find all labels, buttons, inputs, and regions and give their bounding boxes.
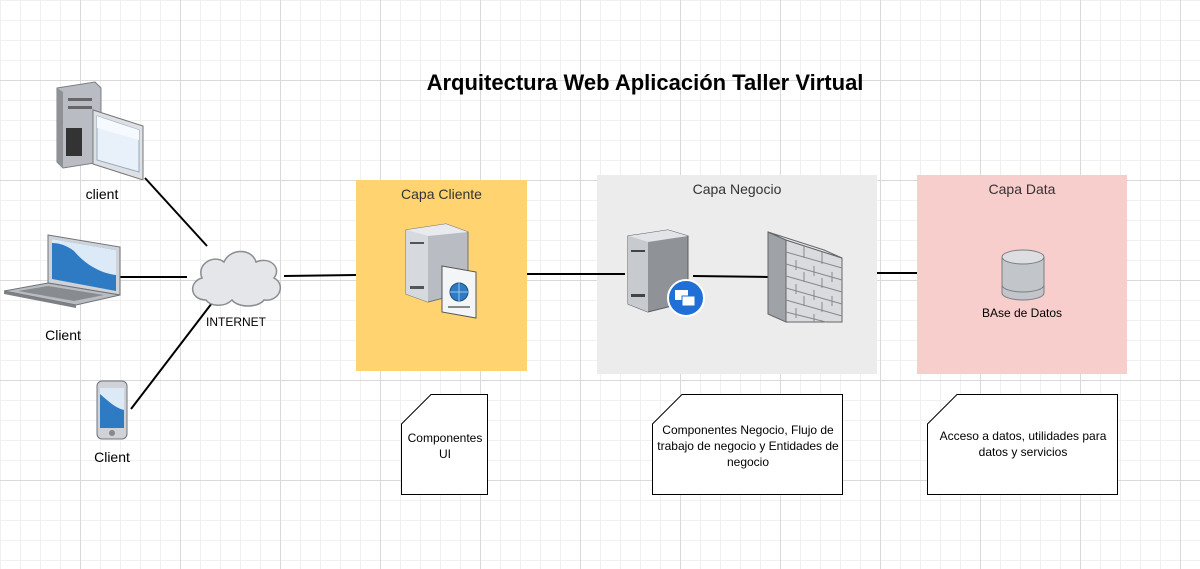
note-data-text: Acceso a datos, utilidades para datos y … bbox=[939, 429, 1107, 459]
web-server-icon[interactable] bbox=[402, 222, 482, 320]
internet-label: INTERNET bbox=[206, 315, 266, 329]
database-icon[interactable] bbox=[1000, 249, 1046, 301]
note-ui-shape[interactable] bbox=[401, 394, 489, 496]
note-negocio-text: Componentes Negocio, Flujo de trabajo de… bbox=[657, 423, 839, 469]
client-label-1: client bbox=[85, 186, 119, 202]
database-label: BAse de Datos bbox=[981, 306, 1063, 320]
desktop-computer-icon[interactable] bbox=[55, 80, 150, 180]
note-ui-text: Componentes UI bbox=[407, 431, 483, 461]
mobile-phone-icon[interactable] bbox=[95, 380, 129, 440]
connector-desktop-internet bbox=[144, 177, 208, 247]
note-data-shape[interactable] bbox=[927, 394, 1119, 496]
note-negocio-shape[interactable] bbox=[652, 394, 844, 496]
client-label-3: Client bbox=[94, 449, 130, 465]
connector-server-firewall bbox=[692, 275, 769, 278]
application-server-icon[interactable] bbox=[624, 228, 706, 318]
client-label-2: Client bbox=[45, 327, 81, 343]
capa-data-title: Capa Data bbox=[988, 181, 1056, 197]
diagram-title: Arquitectura Web Aplicación Taller Virtu… bbox=[426, 70, 864, 95]
connector-phone-internet bbox=[130, 302, 213, 410]
cloud-icon[interactable] bbox=[186, 244, 286, 310]
connector-internet-cliente bbox=[283, 274, 357, 277]
capa-negocio-title: Capa Negocio bbox=[692, 181, 782, 197]
capa-cliente-title: Capa Cliente bbox=[401, 186, 482, 202]
laptop-icon[interactable] bbox=[4, 233, 122, 308]
firewall-icon[interactable] bbox=[766, 230, 844, 324]
